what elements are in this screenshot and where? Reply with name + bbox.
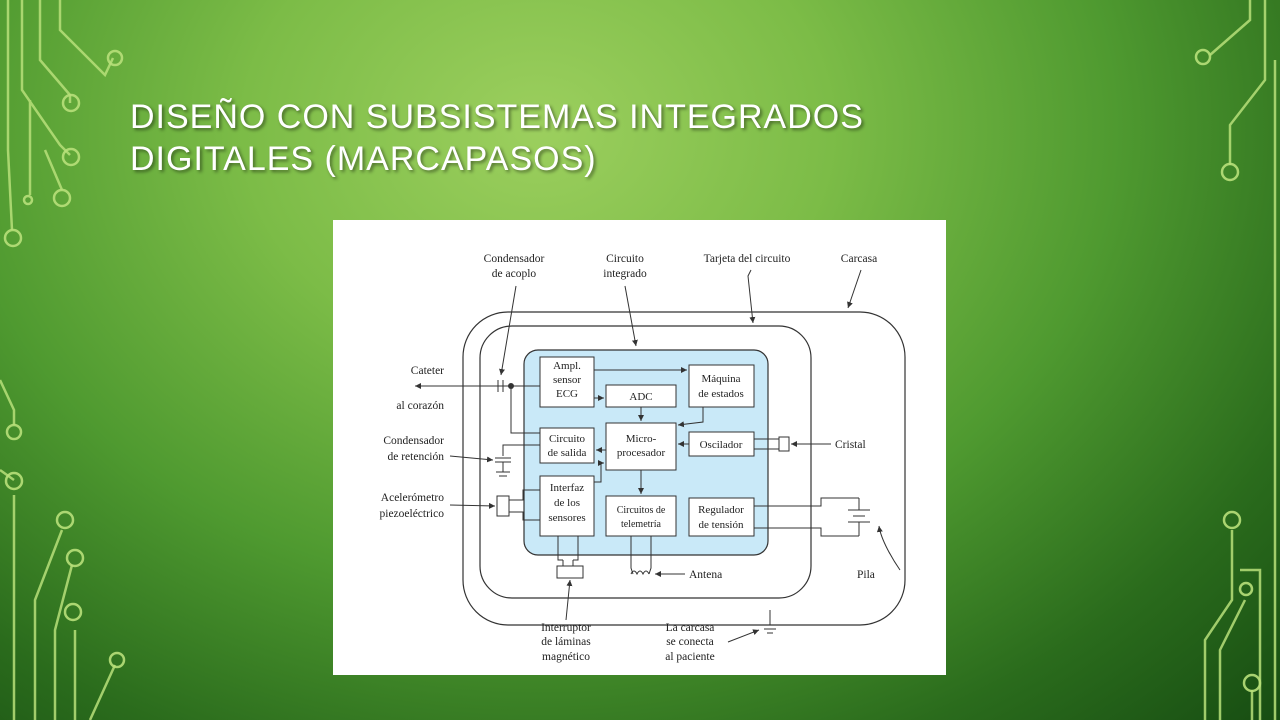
label-pila: Pila [857, 569, 875, 581]
callout-interruptor [565, 579, 573, 621]
callout-cond-retencion [449, 455, 494, 463]
label-circuito-integrado-1: Circuito [606, 253, 644, 265]
label-cateter-1: Cateter [411, 365, 444, 377]
callout-cond-acoplo [499, 285, 517, 376]
regulador-text-2: de tensión [699, 519, 744, 531]
telemetria-text-2: telemetría [621, 519, 662, 530]
label-interruptor-1: Interruptor [541, 622, 591, 634]
label-carcasa-paciente-3: al paciente [665, 651, 714, 663]
label-cristal: Cristal [835, 439, 866, 451]
salida-feedback-line [510, 386, 540, 434]
label-tarjeta: Tarjeta del circuito [704, 253, 791, 265]
arrow-maquina-to-micro [677, 407, 704, 428]
arrow-interfaz-to-micro [594, 460, 604, 483]
acelerometro-element [496, 495, 510, 517]
salida-text-2: de salida [548, 447, 587, 459]
ampl-text-3: ECG [556, 388, 578, 400]
callout-pila [876, 525, 901, 571]
label-cond-acoplo-2: de acoplo [492, 268, 537, 280]
micro-text-1: Micro- [626, 433, 657, 445]
telemetria-text-1: Circuitos de [617, 505, 666, 516]
maquina-text-2: de estados [698, 388, 744, 400]
label-antena: Antena [689, 569, 722, 581]
carcasa-outline [462, 311, 906, 626]
oscilador-text: Oscilador [700, 439, 743, 451]
callout-acelerometro [449, 502, 496, 509]
block-circuito-salida [539, 427, 595, 464]
diagram-canvas: Ampl. sensor ECG ADC Máquina de estados … [380, 253, 906, 663]
block-regulador-tension [688, 497, 755, 537]
slide-title-line-1: DISEÑO CON SUBSISTEMAS INTEGRADOS [130, 98, 864, 136]
block-circuitos-telemetria [605, 495, 677, 537]
cristal-element [778, 436, 790, 452]
interfaz-text-3: sensores [548, 512, 585, 524]
callout-circuito-integrado [624, 285, 638, 347]
block-maquina-estados [688, 364, 755, 408]
interfaz-text-1: Interfaz [550, 482, 584, 494]
maquina-text-1: Máquina [701, 373, 740, 385]
reed-wire-2 [573, 536, 579, 561]
label-circuito-integrado-2: integrado [603, 268, 647, 280]
salida-text-1: Circuito [549, 433, 586, 445]
label-acelerometro-1: Acelerómetro [381, 492, 444, 504]
label-carcasa-paciente-2: se conecta [666, 636, 714, 648]
tarjeta-outline [479, 325, 812, 599]
label-carcasa: Carcasa [841, 253, 877, 265]
label-acelerometro-2: piezoeléctrico [380, 508, 445, 520]
ampl-text-2: sensor [553, 374, 581, 386]
label-carcasa-paciente-1: La carcasa [666, 622, 715, 634]
reed-wire-1 [557, 536, 563, 561]
label-cateter-2: al corazón [396, 400, 444, 412]
pila-wire-1 [754, 497, 859, 507]
antena-coil [630, 570, 650, 576]
label-cond-acoplo-1: Condensador [484, 253, 545, 265]
pacemaker-block-diagram: Ampl. sensor ECG ADC Máquina de estados … [333, 220, 946, 675]
interfaz-text-2: de los [554, 497, 580, 509]
label-cond-retencion-2: de retención [387, 451, 444, 463]
label-interruptor-2: de láminas [541, 636, 591, 648]
label-interruptor-3: magnético [542, 651, 590, 663]
block-oscilador [688, 431, 755, 457]
interruptor-element [556, 565, 584, 579]
pila-wire-2 [754, 527, 859, 537]
slide-title-line-2: DIGITALES (MARCAPASOS) [130, 140, 597, 178]
antena-lead-2 [648, 536, 652, 575]
micro-text-2: procesador [617, 447, 666, 459]
block-ampl-sensor-ecg [539, 356, 595, 408]
regulador-text-1: Regulador [698, 504, 744, 516]
acelerometro-wire-1 [509, 489, 540, 501]
retencion-wire [502, 444, 540, 456]
block-interfaz-sensores [539, 475, 595, 537]
acelerometro-wire-2 [509, 511, 540, 521]
label-cond-retencion-1: Condensador [383, 435, 444, 447]
callout-carcasa-paciente [727, 629, 760, 643]
adc-text: ADC [629, 391, 652, 403]
callout-tarjeta [747, 269, 756, 324]
callout-carcasa [847, 269, 862, 309]
ampl-text-1: Ampl. [553, 360, 581, 372]
slide-title: DISEÑO CON SUBSISTEMAS INTEGRADOS DIGITA… [130, 96, 1030, 180]
